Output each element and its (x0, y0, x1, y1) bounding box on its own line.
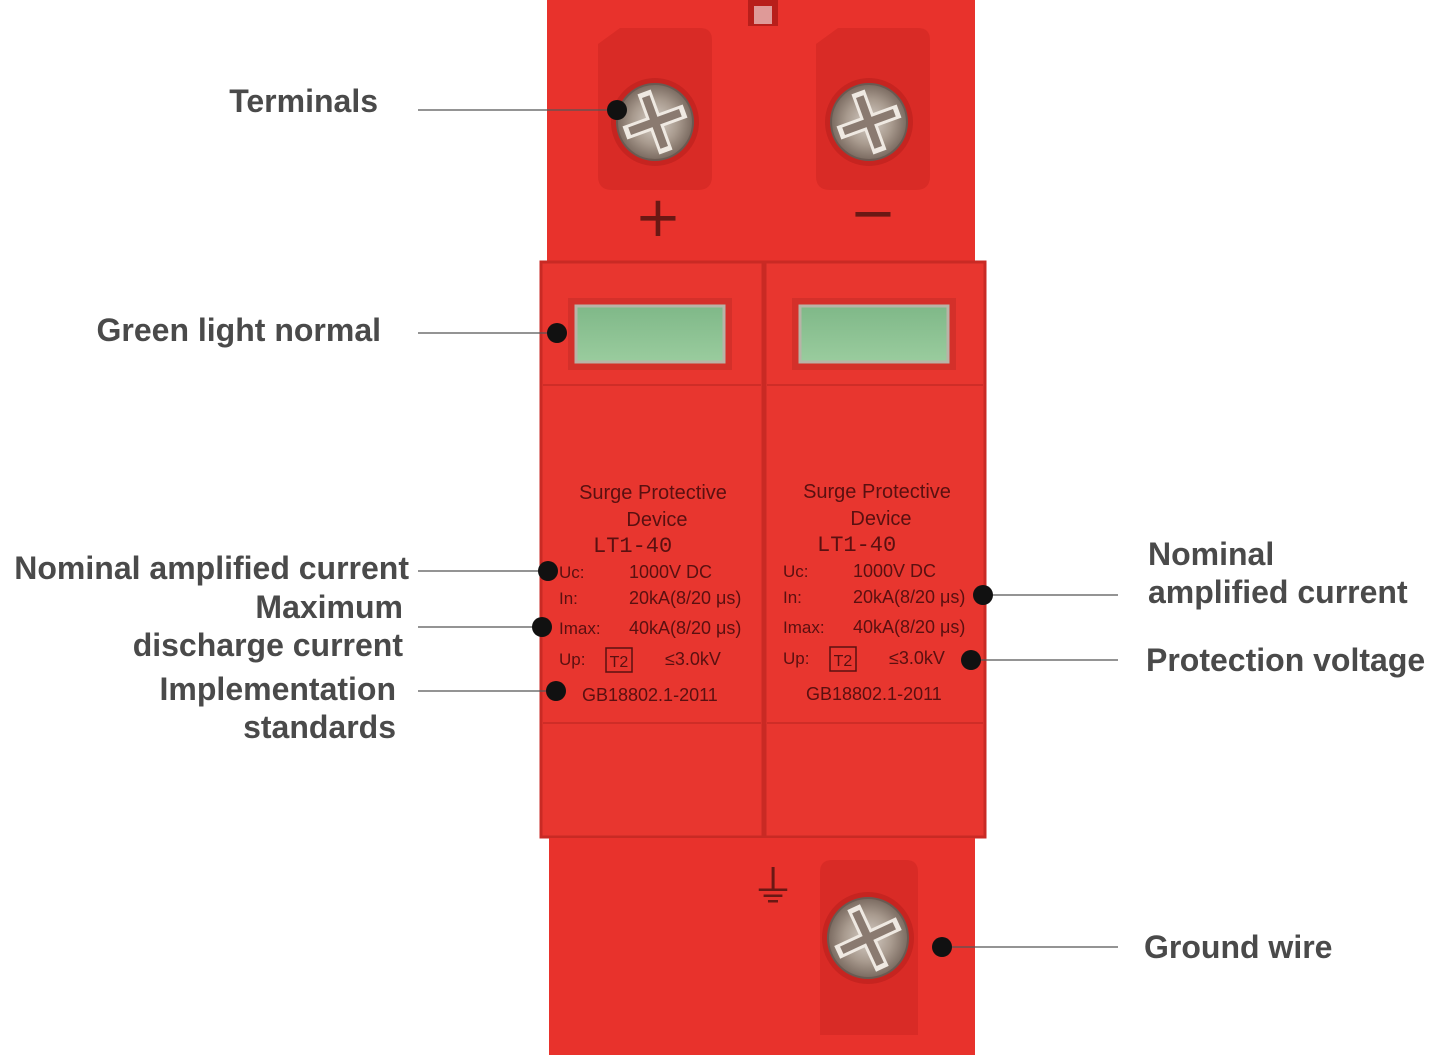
dot-green-light (547, 323, 567, 343)
minus-symbol: − (850, 181, 897, 246)
callout-text: Terminals (229, 83, 378, 119)
up-value: ≤3.0kV (889, 648, 945, 668)
callout-terminals: Terminals (229, 82, 378, 120)
callout-text-line1: Maximum (255, 589, 403, 625)
dot-ground-wire (932, 937, 952, 957)
imax-value: 40kA(8/20 μs) (853, 617, 965, 637)
uc-value: 1000V DC (629, 562, 712, 582)
uc-value: 1000V DC (853, 561, 936, 581)
callout-text: Nominal amplified current (14, 550, 409, 586)
up-class: T2 (610, 654, 629, 671)
callout-green-light: Green light normal (97, 311, 381, 349)
callout-nominal-left: Nominal amplified current (14, 549, 409, 587)
standard: GB18802.1-2011 (582, 685, 718, 705)
module-model: LT1-40 (593, 534, 672, 559)
indicator-window-right (798, 304, 950, 364)
leader-lines (418, 109, 1118, 948)
in-value: 20kA(8/20 μs) (629, 588, 741, 608)
callout-text-line1: Nominal (1148, 536, 1275, 572)
uc-label: Uc: (559, 563, 585, 582)
dot-maximum (532, 617, 552, 637)
module-right-label: Surge Protective Device LT1-40 Uc: 1000V… (783, 481, 965, 704)
ground-symbol-icon: ⏚ (751, 862, 795, 913)
callout-text: Ground wire (1144, 929, 1333, 965)
dot-terminals (607, 100, 627, 120)
callout-nominal-right: Nominal amplified current (1148, 535, 1408, 611)
plus-symbol: + (635, 185, 682, 250)
module-title-line2: Device (850, 508, 911, 530)
in-label: In: (783, 588, 802, 607)
module-model: LT1-40 (817, 533, 896, 558)
up-label: Up: (783, 649, 809, 668)
imax-label: Imax: (783, 618, 825, 637)
module-right (763, 260, 987, 839)
module-left (539, 260, 765, 839)
in-label: In: (559, 589, 578, 608)
module-title-line2: Device (626, 509, 687, 531)
in-value: 20kA(8/20 μs) (853, 587, 965, 607)
dot-nominal-right (973, 585, 993, 605)
imax-value: 40kA(8/20 μs) (629, 618, 741, 638)
top-housing (547, 0, 975, 262)
callout-text: Green light normal (96, 312, 381, 348)
terminal-screw-minus[interactable] (830, 83, 908, 161)
imax-label: Imax: (559, 619, 601, 638)
module-left-label: Surge Protective Device LT1-40 Uc: 1000V… (559, 482, 741, 705)
dot-protection-voltage (961, 650, 981, 670)
indicator-window-left (574, 304, 726, 364)
up-value: ≤3.0kV (665, 649, 721, 669)
callout-text-line1: Implementation (159, 671, 396, 707)
module-title-line1: Surge Protective (803, 481, 951, 503)
callout-ground-wire: Ground wire (1144, 928, 1332, 966)
callout-implementation: Implementation standards (160, 670, 396, 746)
terminal-screw-plus[interactable] (616, 83, 694, 161)
callout-protection-voltage: Protection voltage (1146, 641, 1435, 679)
callout-text: Protection voltage (1146, 642, 1426, 678)
module-title-line1: Surge Protective (579, 482, 727, 504)
standard: GB18802.1-2011 (806, 684, 942, 704)
callout-dots (532, 100, 993, 957)
dot-implementation (546, 681, 566, 701)
callout-text-line2: amplified current (1148, 574, 1408, 610)
callout-text-line2: standards (243, 709, 396, 745)
dot-nominal-left (538, 561, 558, 581)
up-class: T2 (834, 653, 853, 670)
up-label: Up: (559, 650, 585, 669)
callout-maximum: Maximum discharge current (133, 588, 403, 664)
uc-label: Uc: (783, 562, 809, 581)
callout-text-line2: discharge current (132, 627, 403, 663)
ground-screw[interactable] (827, 897, 909, 979)
